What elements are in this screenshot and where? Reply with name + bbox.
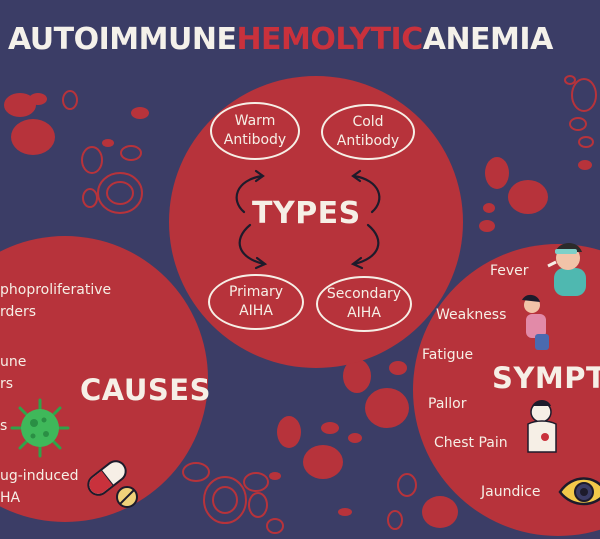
eye-icon bbox=[558, 477, 600, 506]
types-heading: TYPES bbox=[252, 196, 361, 231]
title-part-1: AUTOIMMUNE bbox=[8, 22, 237, 57]
symptom-pallor: Pallor bbox=[428, 396, 467, 412]
cause-item-3: s bbox=[0, 418, 7, 434]
cause-item-2-line-2: rs bbox=[0, 376, 14, 392]
cause-item-1-line-1: phoproliferative bbox=[0, 282, 112, 298]
cause-item-4-line-1: ug-induced bbox=[0, 468, 79, 484]
symptom-chest-pain: Chest Pain bbox=[434, 435, 508, 451]
cause-item-3-line-1: s bbox=[0, 418, 8, 434]
primary-aiha-oval: Primary AIHA bbox=[208, 274, 304, 330]
symptom-fever: Fever bbox=[490, 263, 529, 279]
cold-antibody-line-2: Antibody bbox=[336, 133, 400, 149]
cold-antibody-oval: Cold Antibody bbox=[321, 104, 415, 160]
pill-icon bbox=[87, 460, 138, 508]
cause-item-4-line-2: HA bbox=[0, 490, 21, 506]
symptom-jaundice: Jaundice bbox=[481, 484, 541, 500]
page-title: AUTOIMMUNEHEMOLYTICANEMIA bbox=[8, 18, 600, 62]
cause-item-4: ug-induced HA bbox=[0, 465, 79, 509]
secondary-aiha-line-1: Secondary bbox=[326, 286, 402, 302]
cause-item-2-line-1: une bbox=[0, 354, 27, 370]
title-part-2: HEMOLYTIC bbox=[236, 22, 423, 57]
virus-icon bbox=[10, 398, 70, 458]
primary-aiha-line-2: AIHA bbox=[239, 303, 273, 319]
cause-item-2: une rs bbox=[0, 351, 26, 395]
symptom-weakness: Weakness bbox=[436, 307, 507, 323]
weak-person-icon bbox=[522, 294, 549, 350]
title-part-3: ANEMIA bbox=[422, 22, 554, 57]
symptom-fatigue: Fatigue bbox=[422, 347, 474, 363]
secondary-aiha-oval: Secondary AIHA bbox=[316, 276, 412, 332]
primary-aiha-line-1: Primary bbox=[228, 284, 284, 300]
warm-antibody-oval: Warm Antibody bbox=[210, 102, 300, 160]
symptoms-heading: SYMPT bbox=[492, 361, 600, 395]
causes-heading: CAUSES bbox=[80, 373, 211, 407]
warm-antibody-line-1: Warm bbox=[234, 113, 276, 129]
chest-pain-icon bbox=[527, 400, 557, 453]
warm-antibody-line-2: Antibody bbox=[223, 132, 287, 148]
cold-antibody-line-1: Cold bbox=[352, 114, 384, 130]
cause-item-1: phoproliferative rders bbox=[0, 279, 111, 323]
fever-person-icon bbox=[547, 243, 586, 296]
secondary-aiha-line-2: AIHA bbox=[347, 305, 381, 321]
cause-item-1-line-2: rders bbox=[0, 304, 37, 320]
